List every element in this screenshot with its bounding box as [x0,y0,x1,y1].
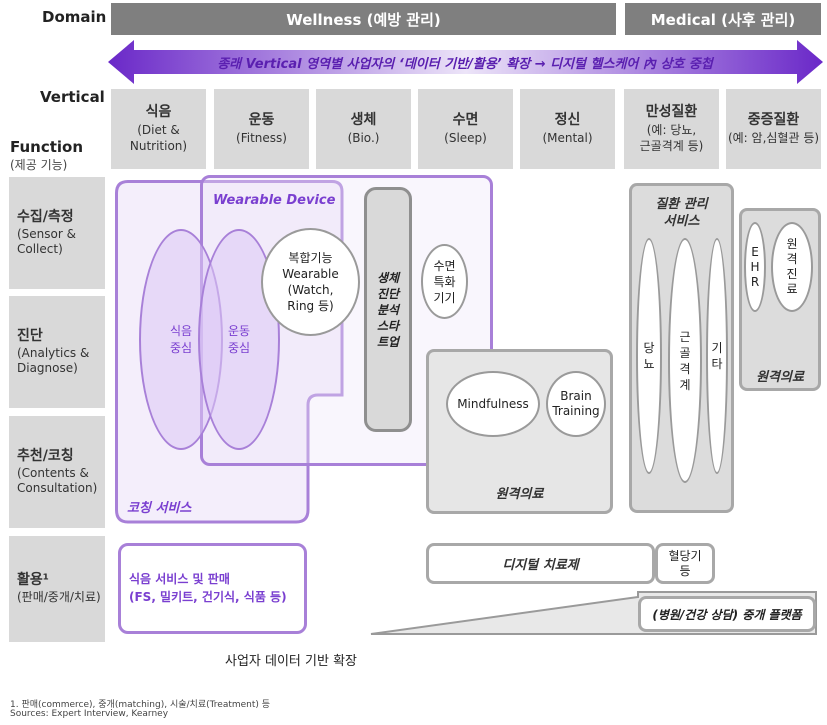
composite-wearable-circle: 복합기능 Wearable (Watch, Ring 등) [261,228,360,336]
vertical-label: Vertical [40,88,105,106]
vertical-subtitle: (Sleep) [444,131,487,145]
vertical-subtitle: (예: 당뇨, 근골격계 등) [639,123,704,153]
ehr-ellipse: E H R [744,222,766,312]
domain-label: Domain [42,8,107,26]
function-subtitle: (판매/중개/치료) [17,590,101,604]
vertical-name: 운동 [248,112,275,128]
vertical-cell: 정신 (Mental) [520,89,615,169]
function-cell: 진단(Analytics & Diagnose) [9,296,105,408]
remote-care-label-medical: 원격의료 [756,369,804,385]
digital-therapeutics-box: 디지털 치료제 [426,543,655,584]
vertical-subtitle: (예: 암,심혈관 등) [727,131,820,145]
function-cell: 활용¹ (판매/중개/치료) [9,536,105,642]
function-name: 추천/코칭 [17,447,74,464]
function-cell: 추천/코칭(Contents & Consultation) [9,416,105,528]
vertical-name: 정신 [554,112,581,128]
vertical-subtitle: (Diet & Nutrition) [129,123,188,153]
vertical-name: 수면 [452,112,479,128]
banner-text: 종래 Vertical 영역별 사업자의 ‘데이터 기반/활용’ 확장 → 디지… [217,56,713,72]
brokerage-platform-box: (병원/건강 상담) 중개 플랫폼 [638,596,816,632]
vertical-name: 만성질환 [645,104,698,120]
food-service-label: 식음 서비스 및 판매 (FS, 밀키트, 건기식, 식품 등) [129,572,287,604]
domain-wellness-bar: Wellness (예방 관리) [111,3,616,35]
footnote: 1. 판매(commerce), 중개(matching), 시술/치료(Tre… [10,700,271,710]
vertical-name: 중증질환 [747,112,800,128]
domain-medical-bar: Medical (사후 관리) [625,3,821,35]
function-name: 진단 [17,327,43,344]
function-subtitle: (Analytics & Diagnose) [17,345,90,375]
vertical-cell: 식음 (Diet & Nutrition) [111,89,206,169]
glucose-meter-box: 혈당기 등 [655,543,715,584]
bio-diagnostic-startup: 생체 진단 분석 스타 트업 [364,187,412,432]
vertical-cell: 운동 (Fitness) [214,89,309,169]
vertical-cell: 수면 (Sleep) [418,89,513,169]
brain-training-ellipse: Brain Training [546,371,606,437]
data-expansion-label: 사업자 데이터 기반 확장 [225,654,357,669]
function-name: 활용¹ [17,572,49,588]
vertical-name: 식음 [145,104,172,120]
disease-management-label: 질환 관리 서비스 [655,197,708,229]
wearable-device-title: Wearable Device [213,193,336,208]
function-subtitle: (Sensor & Collect) [17,226,76,256]
coaching-service-label: 코칭 서비스 [127,501,192,516]
vertical-subtitle: (Fitness) [236,131,287,145]
other-disease-ellipse: 기 타 [706,238,728,474]
exercise-focus-ellipse: 운동 중심 [198,229,280,450]
vertical-subtitle: (Mental) [542,131,593,145]
vertical-name: 생체 [350,112,377,128]
function-sublabel: (제공 기능) [10,158,68,172]
overlap-banner-arrow [108,40,823,84]
sources: Sources: Expert Interview, Kearney [10,709,169,719]
vertical-cell: 중증질환 (예: 암,심혈관 등) [726,89,821,169]
vertical-cell: 생체 (Bio.) [316,89,411,169]
telemedicine-ellipse: 원 격 진 료 [771,222,813,312]
function-name: 수집/측정 [17,208,74,225]
food-service-box [118,543,307,634]
diabetes-ellipse: 당 뇨 [636,238,662,474]
musculoskeletal-ellipse: 근 골 격 계 [668,238,702,483]
function-cell: 수집/측정(Sensor & Collect) [9,177,105,289]
sleep-device-ellipse: 수면 특화 기기 [421,244,468,319]
mindfulness-ellipse: Mindfulness [446,371,540,437]
remote-care-label-wellness: 원격의료 [495,486,544,502]
vertical-cell: 만성질환 (예: 당뇨, 근골격계 등) [624,89,719,169]
function-label: Function [10,138,84,156]
vertical-subtitle: (Bio.) [347,131,380,145]
function-subtitle: (Contents & Consultation) [17,465,98,495]
